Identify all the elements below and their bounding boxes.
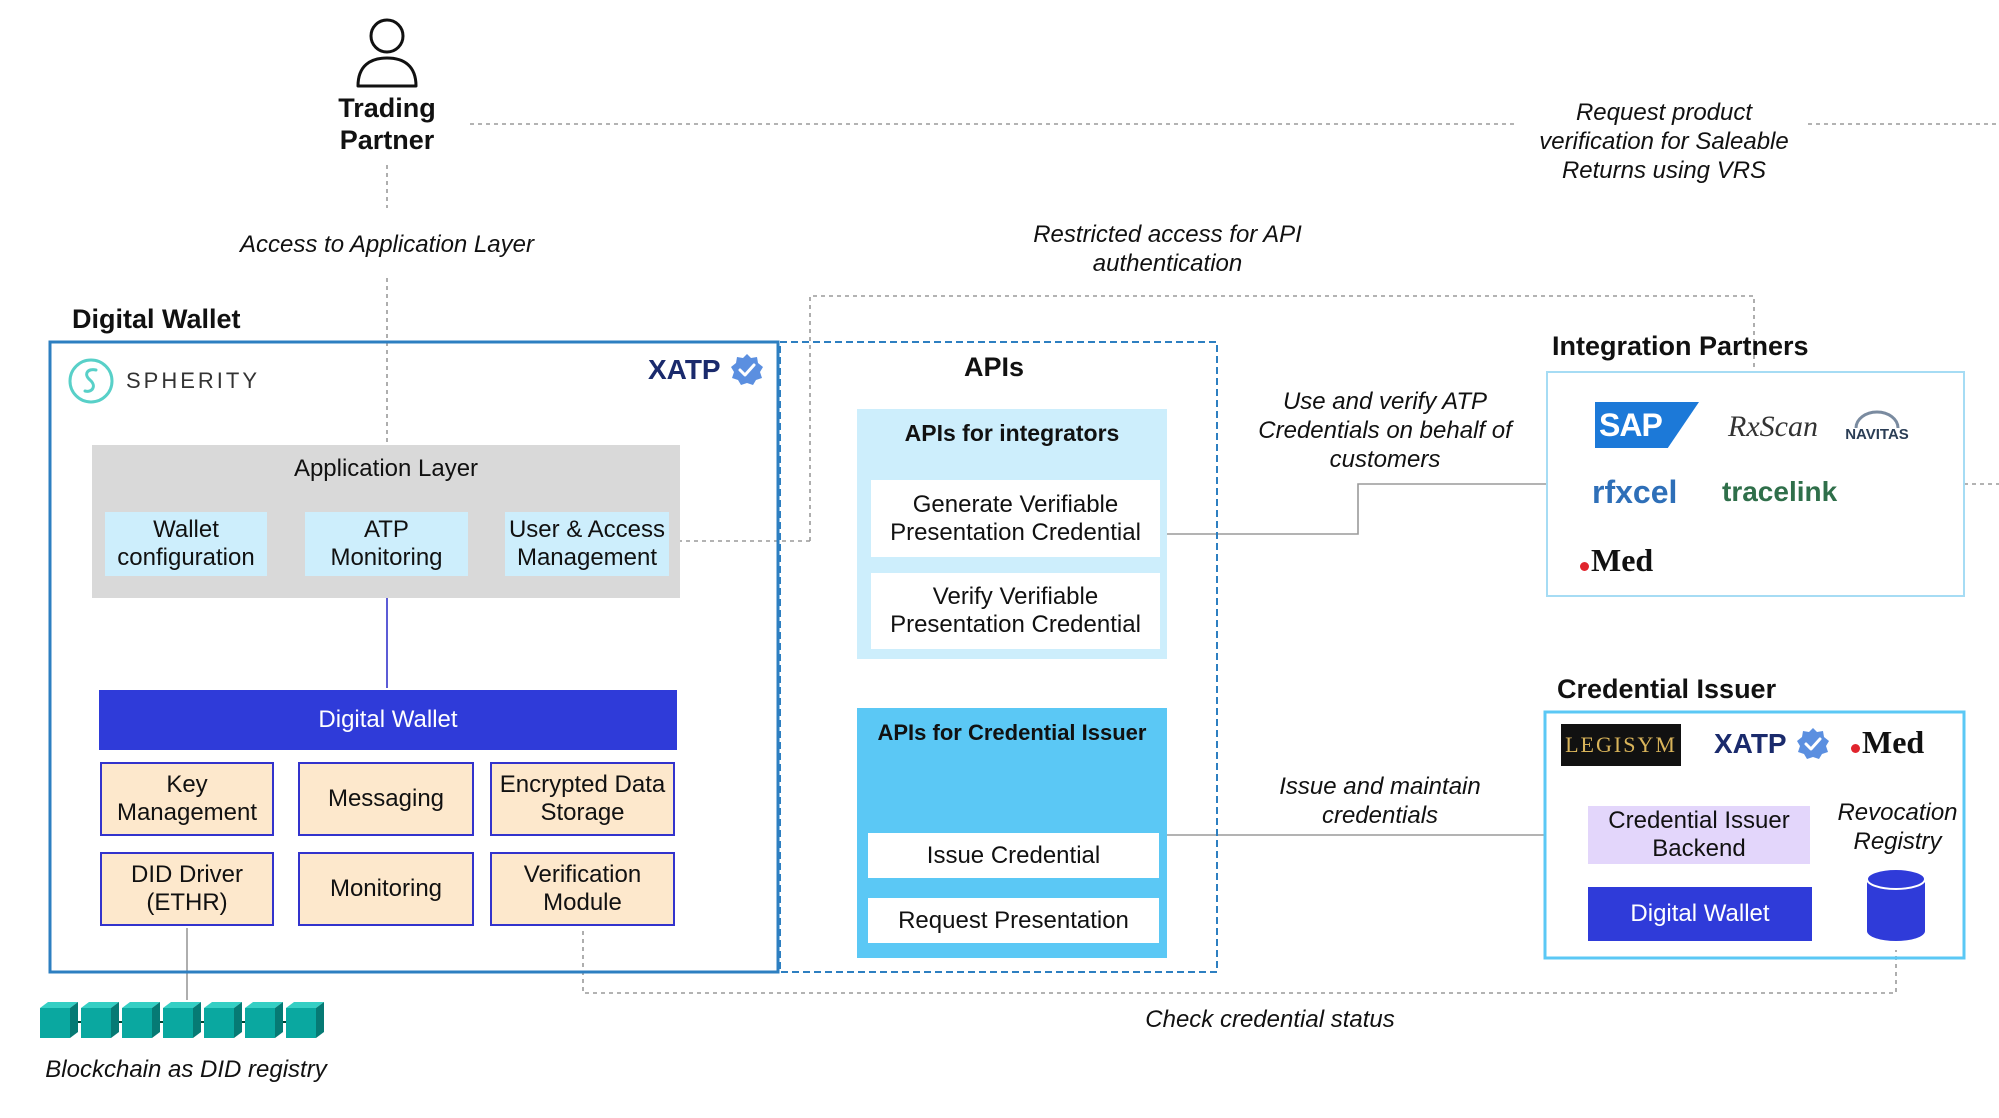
xatp-issuer-wordmark: XATP	[1714, 728, 1787, 759]
atp-monitoring-box: ATP Monitoring	[305, 512, 468, 576]
issue-credential-box: Issue Credential	[868, 833, 1159, 878]
messaging-box: Messaging	[298, 762, 474, 836]
apis-frame	[779, 341, 1218, 973]
trading-partner-line1: Trading	[338, 93, 436, 123]
med-logo-integration: Med	[1580, 542, 1653, 579]
label-issue-maintain: Issue and maintain credentials	[1279, 773, 1481, 829]
rxscan-logo: RxScan	[1728, 410, 1818, 443]
integration-partners-frame	[1546, 371, 1965, 597]
digital-wallet-title: Digital Wallet	[72, 304, 241, 334]
rfxcel-logo: rfxcel	[1592, 474, 1678, 510]
xatp-logo-issuer: XATP	[1714, 726, 1831, 762]
line-integrators	[1167, 483, 1547, 535]
credential-issuer-title: Credential Issuer	[1557, 674, 1777, 704]
xatp-wordmark: XATP	[648, 354, 721, 385]
person-icon	[356, 18, 418, 88]
credential-issuer-backend-box: Credential Issuer Backend	[1588, 806, 1810, 864]
blockchain-chain	[40, 998, 326, 1040]
verified-badge-icon	[1796, 728, 1829, 759]
encrypted-data-storage-box: Encrypted Data Storage	[490, 762, 675, 836]
credential-issuer-frame	[1543, 710, 1966, 960]
database-icon	[1866, 868, 1926, 941]
monitoring-box: Monitoring	[298, 852, 474, 926]
sap-wordmark: SAP	[1599, 406, 1663, 443]
digital-wallet-bar: Digital Wallet	[99, 690, 677, 750]
spherity-wordmark: SPHERITY	[126, 368, 261, 393]
navitas-wordmark: NAVITAS	[1845, 426, 1909, 443]
key-management-box: Key Management	[100, 762, 274, 836]
dashed-line-restricted	[809, 295, 1755, 541]
verified-badge-icon	[730, 354, 763, 385]
verification-module-box: Verification Module	[490, 852, 675, 926]
spherity-icon	[68, 358, 114, 404]
trading-partner-line2: Partner	[339, 125, 435, 155]
med-wordmark: Med	[1591, 542, 1654, 578]
apis-integrators-title: APIs for integrators	[904, 420, 1120, 446]
label-use-verify: Use and verify ATP Credentials on behalf…	[1258, 388, 1512, 473]
sap-logo: SAP	[1595, 402, 1699, 448]
verify-vp-credential-box: Verify Verifiable Presentation Credentia…	[871, 573, 1160, 649]
label-restricted-access: Restricted access for API authentication	[1033, 221, 1302, 277]
apis-issuer-title: APIs for Credential Issuer	[877, 720, 1147, 745]
did-driver-box: DID Driver (ETHR)	[100, 852, 274, 926]
user-access-management-box: User & Access Management	[505, 512, 669, 576]
spherity-logo: SPHERITY	[66, 356, 260, 406]
issuer-digital-wallet-box: Digital Wallet	[1588, 887, 1812, 941]
label-request-verification: Request product verification for Saleabl…	[1539, 99, 1789, 184]
wallet-configuration-box: Wallet configuration	[105, 512, 267, 576]
blockchain-block-icon	[40, 1002, 324, 1038]
navitas-logo: NAVITAS	[1842, 410, 1912, 460]
generate-vp-credential-box: Generate Verifiable Presentation Credent…	[871, 480, 1160, 557]
med-issuer-wordmark: Med	[1862, 724, 1925, 760]
revocation-registry-label: Revocation Registry	[1837, 799, 1958, 855]
med-logo-issuer: Med	[1851, 724, 1924, 761]
label-blockchain: Blockchain as DID registry	[45, 1056, 327, 1083]
legisym-logo: LEGISYM	[1561, 724, 1681, 766]
med-dot-icon	[1580, 562, 1589, 571]
label-check-credential-status: Check credential status	[1145, 1006, 1395, 1033]
xatp-logo: XATP	[648, 352, 765, 388]
tracelink-logo: tracelink	[1722, 476, 1838, 507]
navitas-arc-icon	[1854, 410, 1900, 429]
integration-partners-title: Integration Partners	[1552, 331, 1809, 361]
label-access-application-layer: Access to Application Layer	[240, 231, 534, 258]
request-presentation-box: Request Presentation	[868, 898, 1159, 943]
digital-wallet-frame	[48, 340, 780, 974]
trading-partner-label: Trading Partner	[312, 92, 462, 156]
med-dot-icon	[1851, 744, 1860, 753]
apis-title: APIs	[964, 352, 1025, 382]
application-layer-title: Application Layer	[293, 455, 479, 482]
